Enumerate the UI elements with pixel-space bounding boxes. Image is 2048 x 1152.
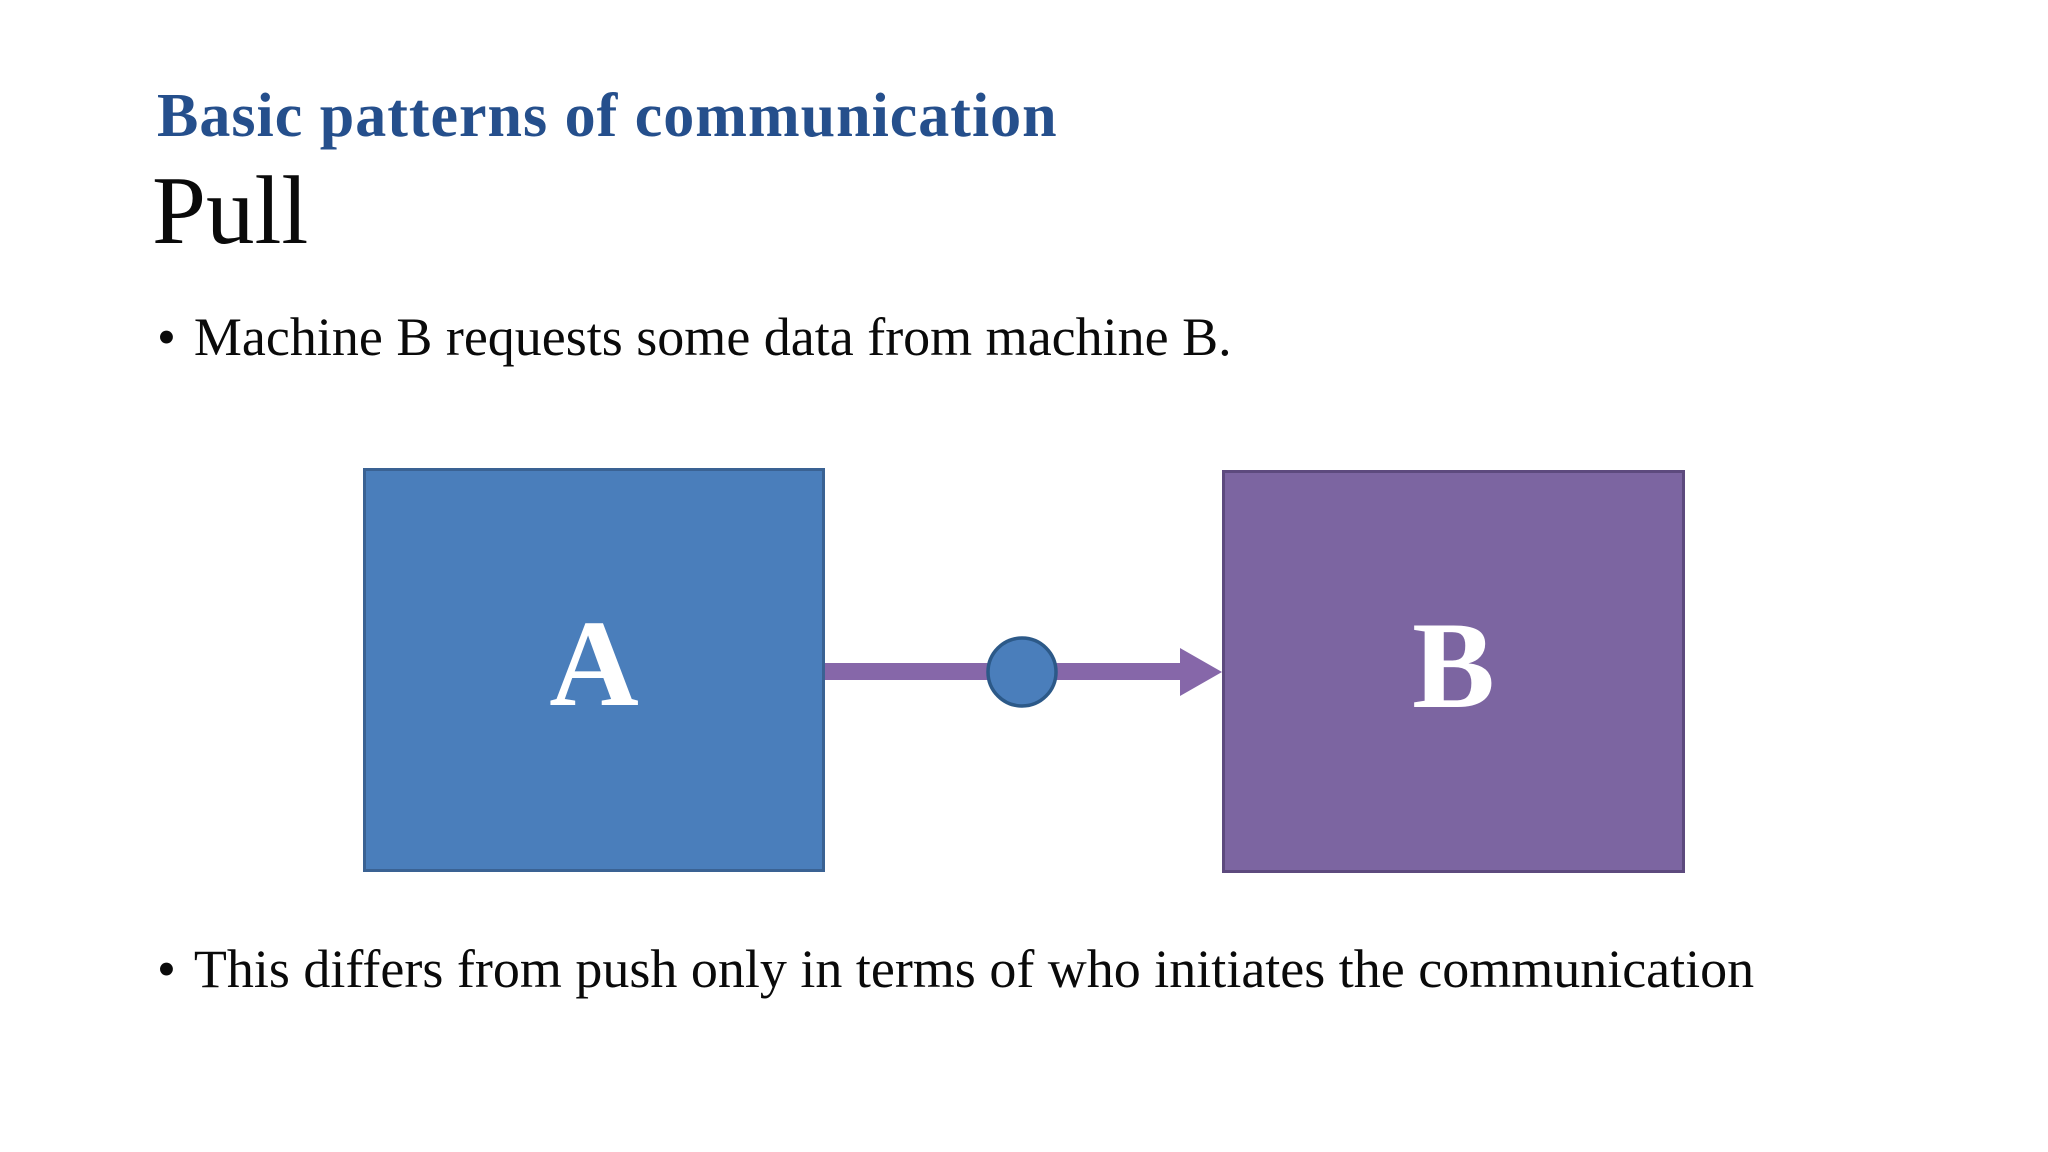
diagram-node-a: A [363,468,825,872]
bullet-item-1: • Machine B requests some data from mach… [157,310,1232,364]
bullet-marker-icon: • [157,307,176,367]
diagram-node-b: B [1222,470,1685,873]
arrow-head-icon [1180,648,1222,696]
slide-title: Basic patterns of communication [157,82,1058,150]
slide-subtitle: Pull [152,157,309,264]
node-b-label: B [1412,596,1495,734]
bullet-text-1: Machine B requests some data from machin… [193,307,1232,367]
bullet-marker-icon: • [157,939,176,999]
connector-dot-icon [986,636,1058,708]
node-a-label: A [549,595,639,732]
bullet-item-2: • This differs from push only in terms o… [157,942,1754,996]
bullet-text-2: This differs from push only in terms of … [193,939,1755,999]
arrow-shaft [825,663,1188,680]
